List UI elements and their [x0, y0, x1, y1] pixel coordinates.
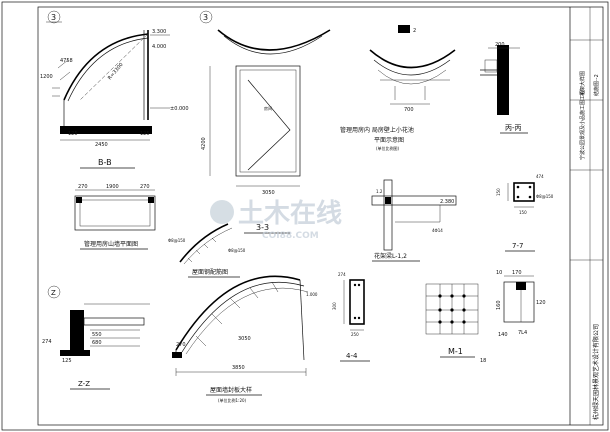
dim-text: 125 — [68, 131, 78, 137]
view-title: 管理用房内 局房壁上小花池 — [340, 126, 414, 134]
dim-text: 120 — [536, 300, 546, 306]
watermark-text: 土木在线 — [238, 199, 342, 229]
dim-text: 3850 — [232, 365, 245, 371]
drawing-name: 花架大样图 — [579, 71, 586, 96]
dim-text: 680 — [92, 340, 102, 346]
view-roof-plan: 270 1900 270 管理用房山墙平面图 — [74, 184, 156, 250]
dim-text: 270 — [140, 184, 150, 190]
wall-plan-outline — [235, 65, 301, 177]
dim-text: 18 — [480, 358, 486, 364]
drawing-code: 结施图--2 — [593, 74, 600, 96]
view-label: Z-Z — [78, 380, 90, 388]
dim-text: 160 — [496, 300, 502, 310]
dim-text: 140 — [498, 332, 508, 338]
radius-label: R=3300 — [107, 62, 125, 81]
section-77-box — [513, 182, 535, 202]
dim-text: 274 — [338, 272, 346, 277]
view-beam: 1.2 2.380 4Φ14 花架梁L-1,2 — [371, 179, 457, 262]
view-label: 3-3 — [256, 223, 269, 232]
dim-text: 550 — [92, 332, 102, 338]
dim-text: 4200 — [201, 137, 207, 150]
view-label: M-1 — [448, 347, 463, 356]
dim-text: 3050 — [262, 190, 275, 196]
dim-text: 125 — [62, 358, 72, 364]
dim-text: 300 — [332, 302, 337, 310]
view-wall-plan-titles: 管理用房内 局房壁上小花池 平面示意图 (单位比例图) — [340, 126, 414, 151]
dim-text: 3050 — [238, 336, 251, 342]
view-title: 花架梁L-1,2 — [374, 252, 407, 260]
view-s77: 474 150 150 Φ8@150 7-7 — [496, 174, 554, 252]
sheet-inner-frame — [37, 6, 604, 426]
dim-text: 2.380 — [440, 199, 454, 205]
dim-text: 150 — [519, 210, 527, 215]
view-marker-number: Z — [51, 289, 56, 297]
view-label: 7-7 — [512, 242, 523, 250]
view-label: B-B — [98, 158, 112, 167]
view-zz: Z 274 550 680 125 Z-Z — [42, 285, 150, 390]
dim-text: Φ8@150 — [228, 248, 246, 253]
dim-text: 270 — [78, 184, 88, 190]
view-title: 管理用房山墙平面图 — [84, 240, 138, 248]
dim-text: 4.000 — [152, 44, 166, 50]
view-label: 4-4 — [346, 352, 358, 360]
view-subtitle: 平面示意图 — [374, 136, 404, 144]
dim-text: 4Φ14 — [432, 228, 443, 233]
dim-text: 125 — [140, 131, 150, 137]
view-wall-plan: 3 4200 3050 房间 — [199, 10, 331, 196]
bb-base-slab — [60, 126, 152, 134]
view-marker-number: 3 — [51, 13, 56, 22]
watermark-subtext: COI88.COM — [262, 231, 319, 241]
dim-text: ±0.000 — [170, 106, 189, 112]
dim-text: 1.2 — [376, 189, 383, 194]
view-s44: 274 300 250 4-4 — [332, 272, 370, 362]
view-arch-roof: 3850 270 3050 1.000 屋面墙封板大样 (单位比例1:20) — [172, 275, 318, 403]
view-marker-number: 3 — [203, 13, 208, 22]
view-title: 屋面墙封板大样 — [210, 386, 252, 394]
dim-text: 7L4 — [518, 330, 527, 336]
dim-text: 1.000 — [306, 292, 318, 297]
scale-note: (单位比例图) — [376, 145, 400, 151]
view-arch-detail: 700 2 — [369, 25, 456, 113]
title-block: 杭州绿天园林景观艺术设计有限公司 宁波公园景观及小品施工图工程 花架大样图 结施… — [569, 7, 603, 425]
dim-text: 1900 — [106, 184, 119, 190]
watermark-logo-icon — [210, 200, 234, 224]
view-bb: 3 4758 1200 3.300 4.000 125 2450 125 ±0.… — [40, 10, 189, 169]
dim-text: 4758 — [60, 58, 73, 64]
anchor-plate-grid — [425, 283, 479, 335]
view-s33: 3-3 — [244, 223, 290, 234]
dim-text: 250 — [351, 332, 359, 337]
dim-text: 700 — [404, 107, 414, 113]
note-text: 2 — [413, 28, 416, 34]
project-name: 宁波公园景观及小品施工图工程 — [579, 90, 586, 160]
dim-text: 270 — [176, 342, 186, 348]
dim-text: 170 — [512, 270, 522, 276]
dim-text: Φ8@150 — [168, 238, 186, 243]
dim-text: 2450 — [95, 142, 108, 148]
dim-text: 1200 — [40, 74, 53, 80]
dim-text: 474 — [536, 174, 544, 179]
dim-text: 3.300 — [152, 29, 166, 35]
dim-text: 200 — [495, 42, 505, 48]
company-name: 杭州绿天园林景观艺术设计有限公司 — [592, 324, 600, 420]
scale-note: (单位比例1:20) — [218, 397, 247, 403]
view-pp: 200 丙-丙 — [480, 42, 528, 134]
roof-plan-outline — [74, 195, 156, 231]
dim-text: 150 — [496, 188, 501, 196]
view-title: 屋面钢配筋图 — [192, 268, 228, 276]
section-44-box — [349, 279, 365, 325]
view-ridge: Φ8@150 Φ8@150 屋面钢配筋图 — [168, 223, 246, 278]
view-marker-circle — [47, 10, 61, 24]
dim-text: 10 — [496, 270, 502, 276]
watermark: 土木在线 COI88.COM — [210, 199, 342, 241]
note-text: 房间 — [264, 105, 272, 111]
dim-text: Φ8@150 — [536, 194, 554, 199]
dim-text: 274 — [42, 339, 52, 345]
view-label: 丙-丙 — [505, 124, 522, 132]
view-m1: 10 170 160 140 120 7L4 M-1 18 — [440, 270, 546, 364]
